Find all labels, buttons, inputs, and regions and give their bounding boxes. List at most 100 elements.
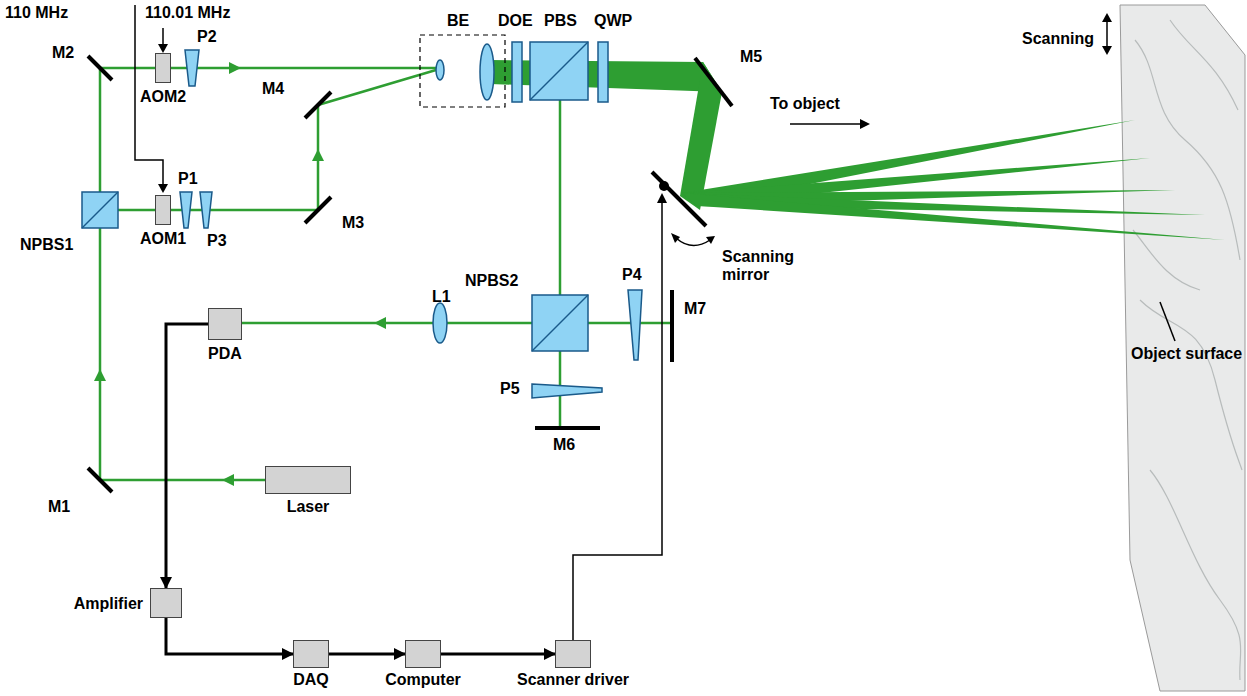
component-label: M7	[684, 300, 706, 318]
object-surface	[1120, 5, 1245, 691]
component-label: P2	[197, 28, 217, 46]
mirror	[88, 56, 732, 492]
surface-vein	[1150, 470, 1241, 680]
component-label: PBS	[544, 12, 577, 30]
device-box: DAQ	[293, 640, 329, 668]
motion-arrow	[676, 20, 1175, 341]
doe-plate	[512, 42, 522, 102]
component-label: 110.01 MHz	[145, 4, 230, 22]
surface-vein	[1133, 230, 1200, 290]
device-box: AOM1	[155, 195, 171, 225]
component-label: Scanning mirror	[722, 248, 807, 285]
component-label: P4	[622, 266, 642, 284]
surface-vein	[1135, 40, 1240, 260]
device-label: AOM2	[140, 88, 186, 106]
signal-connector	[441, 653, 555, 656]
component-label: Object surface	[1131, 345, 1242, 363]
component-label: NPBS1	[20, 236, 73, 254]
arrow-head	[706, 236, 715, 244]
device-box: PDA	[208, 308, 242, 340]
laser-beam	[100, 228, 265, 480]
beam-arrow	[94, 60, 1225, 486]
surface-vein	[1140, 300, 1242, 470]
rotation-arrow	[676, 238, 710, 246]
component-label: P5	[500, 380, 520, 398]
leader-line	[1160, 302, 1175, 341]
device-label: AOM1	[140, 230, 186, 248]
device-box: AOM2	[155, 53, 171, 83]
beam-arrow	[94, 369, 106, 381]
rf-wire	[162, 28, 164, 46]
scanner-wire	[573, 202, 662, 640]
wedge-prism	[185, 50, 199, 86]
wire-arrow	[158, 44, 667, 203]
lens	[480, 44, 494, 100]
device-label: Scanner driver	[517, 671, 629, 689]
signal-connector	[329, 653, 405, 656]
beam-arrow	[229, 62, 241, 74]
component-label: L1	[432, 288, 451, 306]
component-label: 110 MHz	[5, 4, 68, 22]
mirror	[305, 92, 331, 118]
component-label: To object	[770, 95, 840, 113]
component-label: BE	[447, 12, 469, 30]
beam-arrow	[374, 317, 386, 329]
beam-arrow	[312, 149, 324, 161]
laser-beam	[242, 322, 532, 325]
beam-splitter-diagonal	[82, 192, 118, 228]
mirror	[695, 58, 732, 106]
wire-arrow	[158, 184, 168, 193]
beam-splitter	[530, 42, 588, 100]
component-label: P3	[207, 232, 227, 250]
waveplate	[598, 42, 608, 102]
component-label: M2	[52, 44, 74, 62]
device-box: Laser	[265, 466, 351, 494]
lens	[436, 60, 444, 80]
component-label: M5	[740, 48, 762, 66]
component-label: QWP	[594, 12, 632, 30]
surface-vein	[1170, 20, 1238, 110]
device-box: Computer	[405, 640, 441, 668]
device-box: Scanner driver	[555, 640, 591, 668]
device-label: Laser	[287, 498, 330, 516]
beam-splitter-diagonal	[530, 42, 588, 100]
component-label: M1	[48, 498, 70, 516]
laser-beam	[100, 68, 672, 480]
scanned-beam	[682, 193, 1225, 240]
mirror-pivot	[659, 181, 669, 191]
mirror	[535, 426, 600, 430]
component-label: Scanning	[1022, 30, 1094, 48]
device-box: Amplifier	[150, 588, 182, 618]
arrow-head	[671, 13, 1112, 244]
laser-beam	[118, 70, 436, 210]
beam-arrow	[222, 474, 234, 486]
device-label: DAQ	[293, 671, 329, 689]
arrow-head	[1102, 46, 1112, 55]
laser-beam	[100, 68, 436, 192]
component-label: P1	[178, 170, 198, 188]
component-label: DOE	[498, 12, 533, 30]
lens	[433, 303, 447, 343]
device-label: PDA	[208, 345, 242, 363]
rf-wire	[135, 5, 662, 640]
wire-arrow	[657, 193, 667, 203]
wedge-prism	[628, 290, 642, 360]
signal-connector	[166, 618, 293, 654]
component-label: M3	[342, 214, 364, 232]
laser-beam	[559, 100, 562, 295]
scanning-mirror	[652, 172, 706, 226]
device-label: Amplifier	[74, 595, 143, 613]
wedge-prism	[532, 384, 602, 398]
beam-expander-box	[420, 35, 505, 107]
wedge-prism	[200, 192, 212, 228]
component-label: M6	[553, 436, 575, 454]
beam-splitter-diagonal	[532, 295, 588, 351]
mirror	[305, 197, 331, 223]
mirror	[88, 468, 112, 492]
arrow-head	[1102, 13, 1112, 22]
beam-splitter	[82, 192, 118, 228]
arrow-head	[671, 233, 680, 243]
